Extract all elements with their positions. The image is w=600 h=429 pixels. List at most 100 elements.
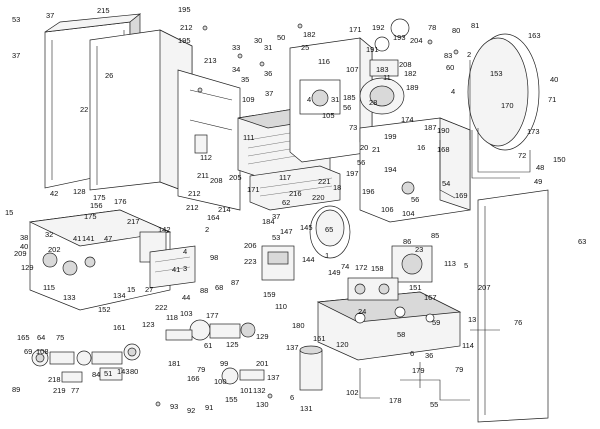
callout-label: 199 (384, 132, 397, 141)
callout-label: 216 (289, 189, 302, 198)
callout-label: 156 (90, 201, 103, 210)
callout-label: 173 (527, 127, 540, 136)
callout-label: 79 (197, 365, 205, 374)
callout-label: 184 (262, 217, 275, 226)
callout-label: 137 (267, 373, 280, 382)
screws-hardware (155, 23, 459, 407)
callout-label: 212 (180, 23, 193, 32)
callout-label: 4 (307, 95, 311, 104)
front-cover (477, 189, 549, 423)
callout-label: 205 (229, 173, 242, 182)
callout-label: 40 (20, 242, 28, 251)
callout-label: 78 (428, 23, 436, 32)
callout-label: 53 (272, 233, 280, 242)
callout-label: 84 (92, 370, 100, 379)
callout-label: 1 (325, 251, 329, 260)
callout-label: 151 (409, 283, 422, 292)
callout-label: 171 (247, 185, 260, 194)
callout-label: 64 (37, 333, 45, 342)
callout-label: 211 (197, 171, 209, 180)
callout-label: 2 (205, 225, 209, 234)
callout-label: 187 (424, 123, 437, 132)
callout-label: 158 (371, 264, 384, 273)
callout-label: 11 (383, 73, 391, 82)
callout-label: 112 (200, 153, 212, 162)
callout-label: 47 (104, 234, 112, 243)
callout-label: 88 (200, 286, 208, 295)
callout-label: 80 (130, 367, 138, 376)
callout-label: 18 (333, 183, 341, 192)
callout-label: 24 (358, 307, 366, 316)
callout-label: 152 (98, 305, 111, 314)
callout-label: 3 (183, 264, 187, 273)
callout-label: 208 (399, 60, 412, 69)
callout-label: 145 (300, 223, 313, 232)
callout-label: 92 (187, 406, 195, 415)
callout-label: 16 (417, 143, 425, 152)
callout-label: 13 (468, 315, 476, 324)
callout-label: 20 (360, 143, 368, 152)
callout-label: 191 (366, 45, 379, 54)
callout-label: 72 (518, 151, 526, 160)
callout-label: 60 (446, 63, 454, 72)
callout-label: 219 (53, 386, 66, 395)
callout-label: 215 (97, 6, 110, 15)
callout-label: 22 (80, 105, 88, 114)
callout-label: 36 (264, 69, 272, 78)
pump-assembly (391, 245, 433, 283)
callout-label: 214 (218, 205, 231, 214)
callout-label: 144 (302, 255, 315, 264)
rear-frame (177, 69, 241, 211)
callout-label: 48 (536, 163, 544, 172)
callout-label: 42 (50, 189, 58, 198)
callout-label: 110 (275, 302, 287, 311)
callout-label: 142 (158, 225, 171, 234)
callout-label: 83 (444, 51, 452, 60)
callout-label: 40 (550, 75, 558, 84)
callout-label: 165 (17, 333, 30, 342)
callout-label: 53 (12, 15, 20, 24)
callout-label: 222 (155, 303, 168, 312)
callout-label: 35 (241, 75, 249, 84)
callout-label: 180 (292, 321, 305, 330)
callout-label: 212 (186, 203, 199, 212)
callout-label: 182 (303, 30, 316, 39)
callout-label: 137 (286, 343, 299, 352)
callout-label: 116 (318, 57, 330, 66)
callout-label: 213 (204, 56, 217, 65)
callout-label: 56 (343, 103, 351, 112)
callout-label: 75 (56, 333, 64, 342)
callout-label: 189 (406, 83, 419, 92)
callout-label: 68 (215, 283, 223, 292)
callout-label: 129 (21, 263, 34, 272)
callout-label: 6 (290, 393, 294, 402)
valve-cluster-center (165, 319, 265, 385)
callout-label: 223 (244, 257, 257, 266)
callout-label: 111 (243, 133, 254, 142)
callout-label: 23 (415, 245, 423, 254)
callout-label: 143 (117, 367, 130, 376)
callout-label: 201 (256, 359, 269, 368)
callout-label: 61 (204, 341, 212, 350)
callout-label: 100 (214, 377, 227, 386)
callout-label: 80 (452, 26, 460, 35)
callout-label: 73 (349, 123, 357, 132)
callout-label: 177 (206, 311, 219, 320)
callout-label: 167 (424, 293, 437, 302)
callout-label: 4 (451, 87, 455, 96)
callout-label: 163 (528, 31, 541, 40)
callout-label: 168 (437, 145, 450, 154)
callout-label: 195 (178, 5, 191, 14)
callout-label: 133 (63, 293, 76, 302)
callout-label: 159 (263, 290, 276, 299)
callout-label: 114 (462, 341, 474, 350)
callout-label: 115 (43, 283, 55, 292)
callout-label: 36 (425, 351, 433, 360)
callout-label: 77 (71, 386, 79, 395)
callout-label: 113 (444, 259, 456, 268)
callout-label: 50 (277, 33, 285, 42)
callout-label: 28 (369, 98, 377, 107)
expansion-vessel (467, 33, 540, 151)
callout-label: 58 (397, 330, 405, 339)
